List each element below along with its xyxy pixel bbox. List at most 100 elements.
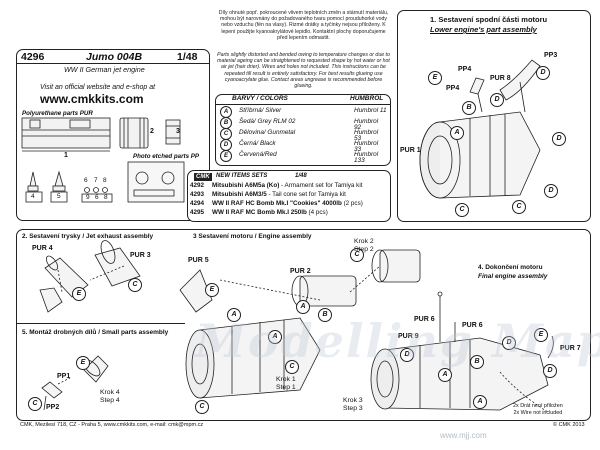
callout-d: D — [543, 364, 557, 378]
pp-number: 8 — [103, 177, 107, 184]
color-name: Šedá/ Grey RLM 02 — [239, 118, 296, 125]
pp-number: 6 — [84, 177, 88, 184]
note-czech: Díly ohnuté popř. pokroucené vlivem tepl… — [218, 10, 389, 41]
website-link[interactable]: www.cmkkits.com — [40, 92, 144, 106]
callout-c: C — [28, 397, 42, 411]
cmk-logo-small: CMK — [194, 173, 212, 181]
callout-a: A — [473, 395, 487, 409]
product-scale: 1/48 — [177, 51, 198, 63]
callout-a: A — [227, 308, 241, 322]
label-pur9: PUR 9 — [398, 333, 419, 340]
section4-title: 4. Dokončení motoru — [478, 264, 543, 271]
pp-number: 9 — [86, 194, 90, 201]
new-items-box — [187, 170, 391, 222]
colors-header-right: HUMBROL — [350, 95, 384, 102]
step4-text: Krok 4 Step 4 — [100, 389, 120, 404]
callout-c: C — [128, 278, 142, 292]
color-humbrol: Humbrol 33 — [354, 140, 379, 154]
callout-d: D — [400, 348, 414, 362]
new-item-code: 4293 — [190, 191, 205, 198]
callout-b: B — [470, 355, 484, 369]
callout-c: C — [455, 203, 469, 217]
label-pur1: PUR 1 — [400, 147, 421, 154]
new-item-name: Mitsubishi A6M5a (Ko) — [212, 182, 280, 189]
color-humbrol: Humbrol 53 — [354, 129, 379, 143]
wire-note: 2x Drát není přiložen 2x Wire not includ… — [513, 403, 563, 416]
footer-copyright: © CMK 2013 — [553, 422, 585, 428]
callout-d: D — [536, 66, 550, 80]
new-items-scale: 1/48 — [295, 173, 307, 179]
callout-e: E — [72, 287, 86, 301]
callout-e: E — [534, 328, 548, 342]
pp-number: 5 — [57, 193, 61, 200]
colors-header-left: BARVY / COLORS — [232, 95, 288, 102]
pur-number-2: 2 — [150, 128, 154, 135]
callout-e: E — [428, 71, 442, 85]
colors-table — [215, 94, 391, 166]
colors-header-line — [215, 104, 391, 105]
section1-subtitle: Lower engine's part assembly — [430, 25, 537, 34]
wire-note-text: 2x Drát není přiložen 2x Wire not includ… — [513, 403, 563, 416]
new-item-desc: - Tail cone set for Tamiya kit — [266, 191, 346, 198]
new-item-name: Mitsubishi A6M3/5 — [212, 191, 267, 198]
label-pur6: PUR 6 — [462, 322, 483, 329]
product-name: Jumo 004B — [86, 51, 143, 63]
color-humbrol: Humbrol 92 — [354, 118, 379, 132]
callout-a: A — [438, 368, 452, 382]
product-subtitle: WW II German jet engine — [64, 65, 145, 74]
step1-label: Krok 1 Step 1 — [276, 376, 296, 392]
new-item-code: 4294 — [190, 200, 205, 207]
new-item-name: WW II RAF MC Bomb Mk.I 250lb — [212, 209, 307, 216]
callout-a: A — [268, 330, 282, 344]
product-code: 4296 — [21, 51, 45, 63]
section3-title: 3 Sestavení motoru / Engine assembly — [193, 233, 312, 240]
new-item-desc: (4 pcs) — [306, 209, 328, 216]
new-item-desc: - Armament set for Tamiya kit — [279, 182, 363, 189]
pp-number: 7 — [94, 177, 98, 184]
callout-d: D — [490, 93, 504, 107]
new-items-title: NEW ITEMS SETS — [216, 173, 268, 179]
color-humbrol: Humbrol 133 — [354, 151, 379, 165]
callout-d: D — [544, 184, 558, 198]
callout-d: D — [552, 132, 566, 146]
step3-label: Krok 3 Step 3 — [343, 397, 363, 413]
callout-c: C — [195, 400, 209, 414]
section4-subtitle: Final engine assembly — [478, 273, 548, 280]
color-name: Dělovina/ Gunmetal — [239, 129, 296, 136]
color-humbrol: Humbrol 11 — [354, 107, 387, 114]
label-pur2: PUR 2 — [290, 268, 311, 275]
section2-title: 2. Sestavení trysky / Jet exhaust assemb… — [22, 233, 154, 240]
label-pp2: PP2 — [46, 404, 60, 411]
watermark: Modelling Maps — [195, 314, 600, 368]
color-name: Černá/ Black — [239, 140, 276, 147]
step2-text: Krok 2 Step 2 — [354, 238, 374, 253]
step3-text: Krok 3 Step 3 — [343, 397, 363, 412]
label-pp1: PP1 — [57, 373, 71, 380]
color-letter-e: E — [220, 150, 232, 162]
callout-c: C — [350, 248, 364, 262]
callout-e: E — [76, 356, 90, 370]
callout-b: B — [462, 101, 476, 115]
step1-text: Krok 1 Step 1 — [276, 376, 296, 391]
pur-number-3: 3 — [176, 128, 180, 135]
section5-title: 5. Montáž drobných dílů / Small parts as… — [22, 329, 169, 336]
header-parts-box — [16, 49, 210, 221]
pur-number-1: 1 — [64, 152, 68, 159]
header-divider — [16, 63, 210, 64]
callout-d: D — [502, 336, 516, 350]
callout-a: A — [296, 300, 310, 314]
label-pp3: PP3 — [544, 52, 558, 59]
new-item-desc: (2 pcs) — [341, 200, 363, 207]
new-item-row: 4293 Mitsubishi A6M3/5 - Tail cone set fo… — [190, 191, 346, 198]
pp-parts-title: Photo etched parts PP — [133, 153, 200, 160]
section1-box — [397, 10, 591, 222]
label-pp4: PP4 — [446, 85, 460, 92]
step4-label: Krok 4 Step 4 — [100, 389, 120, 405]
callout-b: B — [318, 308, 332, 322]
color-letter-c: C — [220, 128, 232, 140]
pp-number: 8 — [104, 194, 108, 201]
callout-a: A — [450, 126, 464, 140]
color-name: Červená/Red — [239, 151, 277, 158]
